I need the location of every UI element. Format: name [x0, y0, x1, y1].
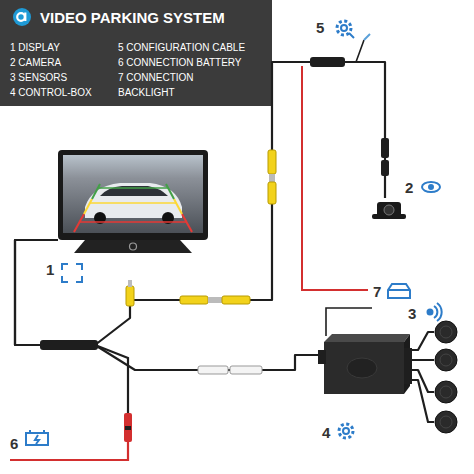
callout-number: 3: [408, 306, 416, 322]
camera-plug: [381, 138, 389, 158]
callout-number: 5: [316, 20, 336, 35]
title-band: [0, 0, 272, 106]
list-item: 5 CONFIGURATION CABLE: [118, 40, 268, 55]
brand-logo: [13, 8, 31, 26]
list-item: 4 CONTROL-BOX: [10, 85, 115, 100]
rca-plug: [126, 286, 134, 306]
sensor-illustration: [435, 321, 457, 433]
backlight-wire: [302, 66, 368, 290]
display-unit: 1: [58, 150, 208, 250]
rca-plug: [268, 182, 276, 204]
title-text: VIDEO PARKING SYSTEM: [40, 9, 225, 26]
camera-plug: [381, 160, 389, 176]
extension-plug: [198, 366, 228, 374]
config-plug: [310, 57, 345, 67]
list-item: 3 SENSORS: [10, 70, 115, 85]
rca-plug: [268, 150, 276, 174]
callout-icon: [26, 21, 442, 445]
rca-plug: [269, 174, 275, 182]
harness-splitter: [40, 340, 98, 350]
rca-plug: [180, 296, 208, 304]
callout-number: 6: [10, 436, 30, 451]
callout-number: 7: [373, 284, 393, 299]
battery-wire: [10, 440, 128, 460]
extension-plug: [230, 366, 262, 374]
list-item: 6 CONNECTION BATTERY: [118, 55, 268, 70]
cable-connector: [15, 240, 320, 370]
sensor-group: 3: [434, 318, 464, 434]
list-item: 7 CONNECTION BACKLIGHT: [118, 70, 218, 100]
config-wire: [345, 40, 364, 62]
callout-number: 4: [322, 425, 330, 441]
fuse-holder: [124, 413, 132, 442]
cable-connector: [408, 332, 434, 422]
rca-plug: [128, 280, 132, 287]
cable-connector: [15, 62, 385, 345]
control-box: 4: [320, 330, 408, 398]
control-box-illustration: [318, 334, 412, 394]
rca-plug: [208, 297, 222, 303]
rca-plug: [222, 296, 250, 304]
callout-number: 1: [46, 262, 54, 278]
fuse-holder: [125, 426, 131, 430]
camera-illustration: [372, 202, 406, 219]
config-wire: [364, 34, 370, 40]
callout-number: 2: [405, 180, 413, 196]
list-item: 1 DISPLAY: [10, 40, 115, 55]
camera-unit: 2: [372, 198, 422, 228]
display-illustration: [58, 150, 208, 253]
list-item: 2 CAMERA: [10, 55, 115, 70]
power-wire: [326, 308, 372, 336]
